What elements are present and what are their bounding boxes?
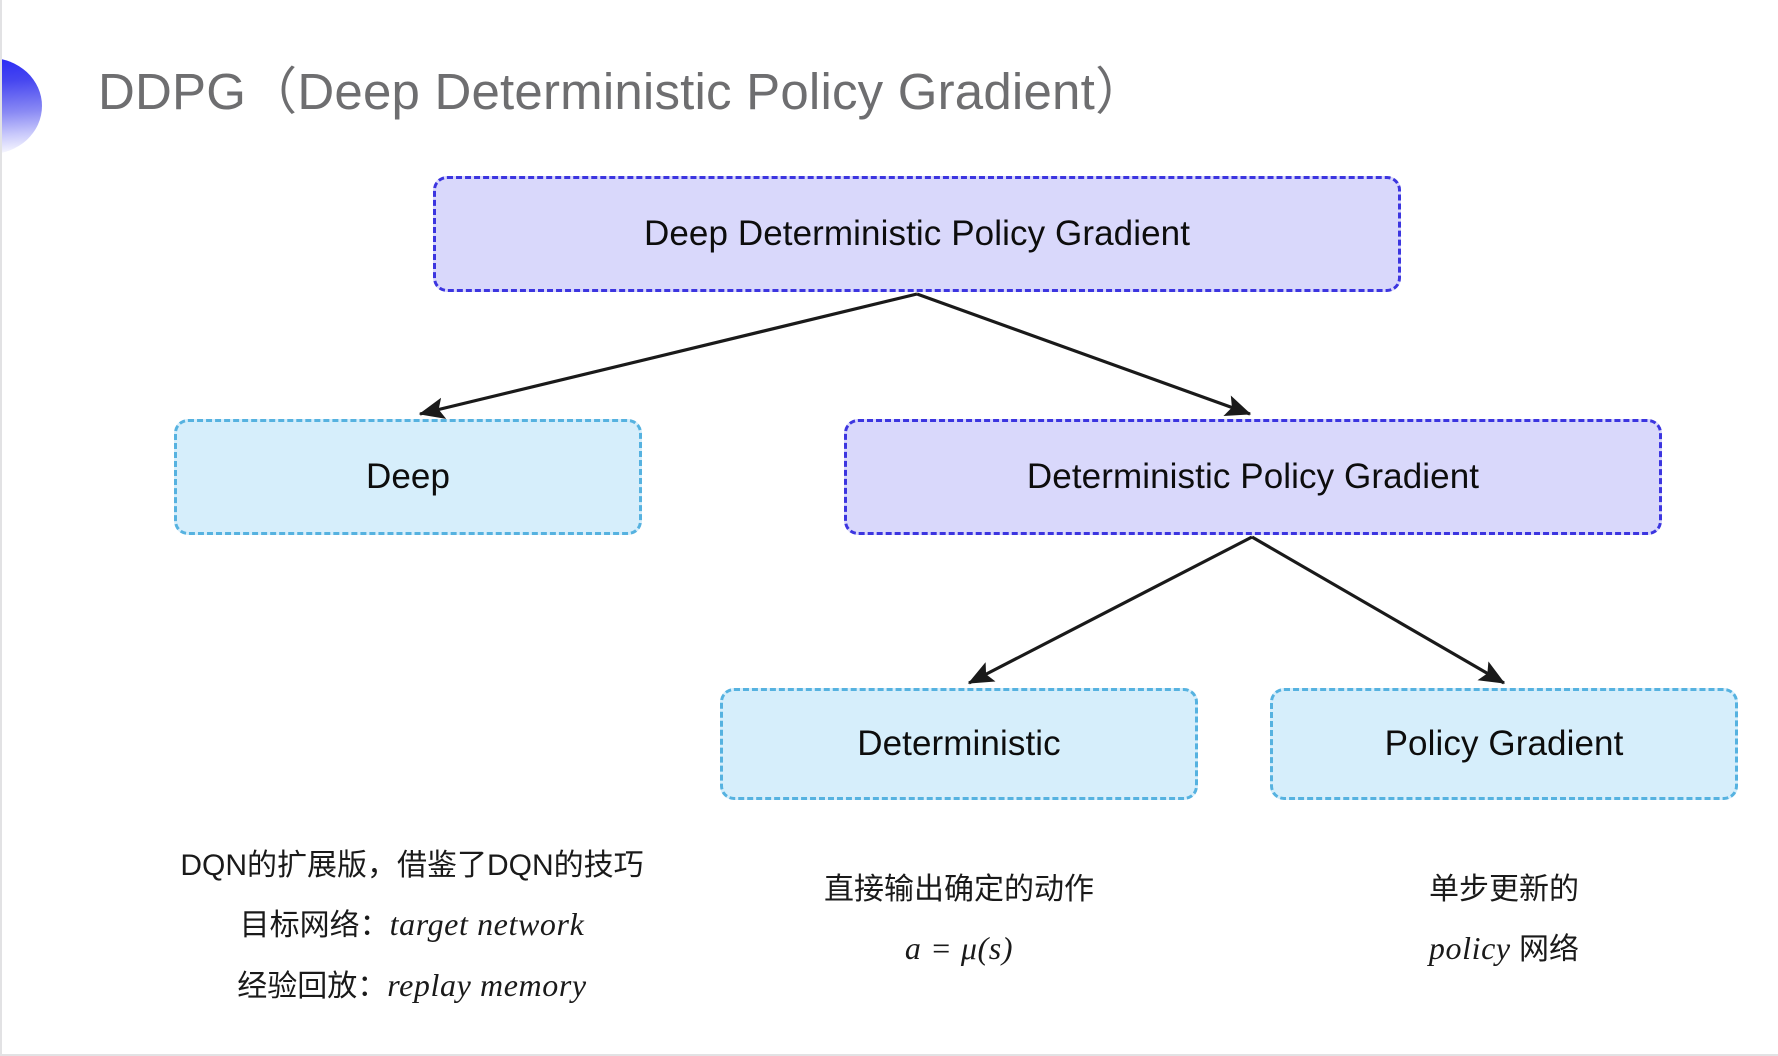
annotation-policy-gradient-line-1: 单步更新的 <box>1429 873 1579 906</box>
annotation-deep-line-2-label: 目标网络： <box>239 909 390 943</box>
annotation-policy-gradient-line-2: policy 网络 <box>1270 918 1738 978</box>
node-label: Deterministic <box>857 724 1061 763</box>
annotation-deep-line-2-math: target network <box>389 906 585 943</box>
edge-root-to-dpg <box>916 292 1252 416</box>
title-bullet-gradient-icon <box>2 58 42 154</box>
node-label: Deep <box>365 457 451 496</box>
node-deterministic[interactable]: Deterministic <box>720 688 1198 800</box>
annotation-deterministic-line-1: 直接输出确定的动作 <box>824 873 1094 906</box>
page-title: DDPG（Deep Deterministic Policy Gradient） <box>98 63 1147 120</box>
node-label: Policy Gradient <box>1384 724 1624 763</box>
edge-root-to-deep <box>418 292 918 419</box>
annotation-deep-line-1: DQN的扩展版，借鉴了DQN的技巧 <box>180 849 644 882</box>
edge-dpg-to-policy-gradient <box>1251 535 1506 685</box>
node-deterministic-policy-gradient[interactable]: Deterministic Policy Gradient <box>844 419 1662 535</box>
node-deep-deterministic-policy-gradient[interactable]: Deep Deterministic Policy Gradient <box>433 176 1401 292</box>
annotation-deep-line-3-label: 经验回放： <box>237 969 388 1003</box>
node-deep[interactable]: Deep <box>174 419 642 535</box>
annotation-deterministic-formula: a = μ(s) <box>904 930 1014 967</box>
node-policy-gradient[interactable]: Policy Gradient <box>1270 688 1738 800</box>
annotation-policy-gradient: 单步更新的 policy 网络 <box>1270 862 1738 979</box>
annotation-deterministic: 直接输出确定的动作 a = μ(s) <box>720 862 1198 979</box>
annotation-deep-line-3-math: replay memory <box>387 966 587 1003</box>
annotation-deep-line-3: 经验回放：replay memory <box>150 955 674 1015</box>
annotation-deep: DQN的扩展版，借鉴了DQN的技巧 目标网络：target network 经验… <box>150 838 674 1015</box>
edge-dpg-to-deterministic <box>967 535 1253 685</box>
annotation-policy-gradient-math: policy <box>1428 930 1511 967</box>
annotation-policy-gradient-suffix: 网络 <box>1510 933 1580 967</box>
node-label: Deep Deterministic Policy Gradient <box>643 214 1191 253</box>
annotation-deep-line-2: 目标网络：target network <box>150 894 674 954</box>
node-label: Deterministic Policy Gradient <box>1026 457 1480 496</box>
